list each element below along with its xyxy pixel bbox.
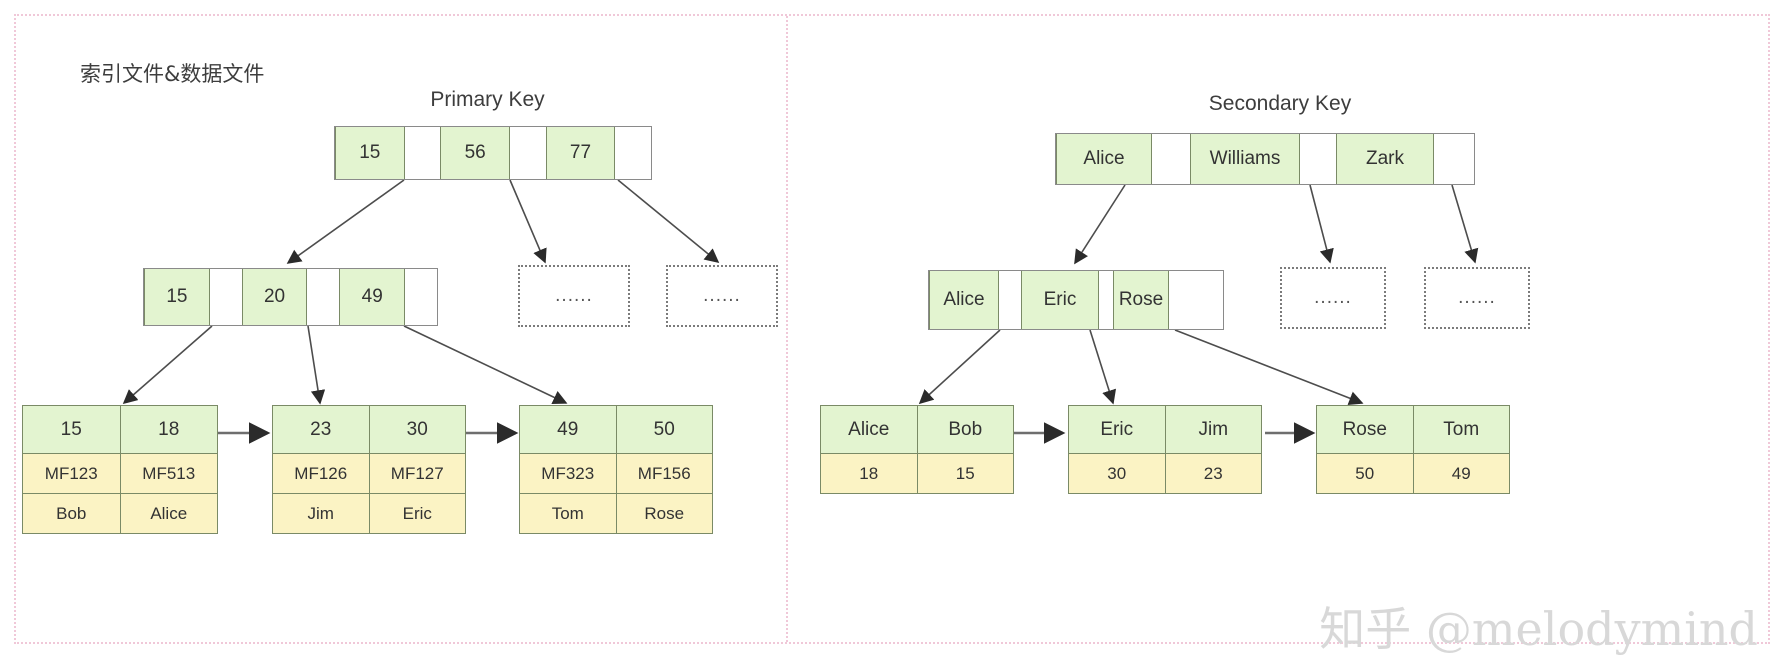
- primary-leaf-2[interactable]: 49 50 MF323 MF156 Tom Rose: [519, 405, 713, 534]
- secondary-root-key-2[interactable]: Zark: [1336, 134, 1434, 184]
- secondary-leaf-1-key-0[interactable]: Eric: [1100, 418, 1134, 440]
- primary-leaf-2-file-0[interactable]: MF323: [541, 463, 595, 483]
- secondary-leaf-2-value-row: 50 49: [1317, 453, 1509, 493]
- secondary-internal-node[interactable]: Alice Eric Rose: [928, 270, 1224, 330]
- secondary-key-title: Secondary Key: [1208, 92, 1352, 115]
- primary-root-pointer-2[interactable]: [615, 127, 652, 179]
- primary-leaf-1-key-1[interactable]: 30: [368, 406, 466, 453]
- primary-leaf-1-name-row: Jim Eric: [273, 493, 465, 533]
- secondary-leaf-1-key-1[interactable]: Jim: [1164, 406, 1262, 453]
- primary-leaf-2-file-row: MF323 MF156: [520, 453, 712, 493]
- secondary-leaf-0[interactable]: Alice Bob 18 15: [820, 405, 1014, 494]
- secondary-internal-pointer-1[interactable]: [1099, 271, 1113, 329]
- secondary-internal-key-2[interactable]: Rose: [1113, 271, 1169, 329]
- secondary-leaf-2-value-0[interactable]: 50: [1355, 463, 1375, 483]
- primary-leaf-0[interactable]: 15 18 MF123 MF513 Bob Alice: [22, 405, 218, 534]
- primary-leaf-2-key-1[interactable]: 50: [615, 406, 713, 453]
- secondary-root-key-1[interactable]: Williams: [1190, 134, 1300, 184]
- primary-leaf-1[interactable]: 23 30 MF126 MF127 Jim Eric: [272, 405, 466, 534]
- primary-leaf-2-name-1[interactable]: Rose: [615, 494, 713, 533]
- primary-leaf-1-key-0[interactable]: 23: [310, 418, 332, 440]
- primary-internal-placeholder-1: ......: [666, 265, 778, 327]
- primary-internal-node[interactable]: 15 20 49: [143, 268, 438, 326]
- primary-internal-pointer-2[interactable]: [405, 269, 438, 325]
- primary-root-pointer-1[interactable]: [509, 127, 546, 179]
- primary-leaf-0-file-row: MF123 MF513: [23, 453, 217, 493]
- secondary-internal-placeholder-0: ......: [1280, 267, 1386, 329]
- primary-leaf-0-name-row: Bob Alice: [23, 493, 217, 533]
- watermark: 知乎 @melodymind: [1319, 602, 1758, 656]
- primary-leaf-1-key-row: 23 30: [273, 406, 465, 453]
- secondary-internal-key-1[interactable]: Eric: [1021, 271, 1099, 329]
- secondary-leaf-1-value-row: 30 23: [1069, 453, 1261, 493]
- primary-leaf-0-file-0[interactable]: MF123: [44, 463, 98, 483]
- primary-root-node[interactable]: 15 56 77: [334, 126, 652, 180]
- primary-internal-placeholder-0: ......: [518, 265, 630, 327]
- primary-root-pointer-0[interactable]: [404, 127, 441, 179]
- secondary-leaf-2-key-0[interactable]: Rose: [1342, 418, 1387, 440]
- secondary-internal-pointer-2[interactable]: [1169, 271, 1219, 329]
- center-dotted-divider: [786, 16, 788, 642]
- secondary-leaf-0-key-row: Alice Bob: [821, 406, 1013, 453]
- primary-leaf-1-file-row: MF126 MF127: [273, 453, 465, 493]
- primary-root-key-2[interactable]: 77: [545, 127, 616, 179]
- secondary-leaf-1-value-1[interactable]: 23: [1164, 454, 1262, 493]
- primary-leaf-1-name-0[interactable]: Jim: [307, 503, 334, 523]
- secondary-leaf-2[interactable]: Rose Tom 50 49: [1316, 405, 1510, 494]
- primary-leaf-2-key-0[interactable]: 49: [557, 418, 579, 440]
- secondary-leaf-2-key-1[interactable]: Tom: [1412, 406, 1510, 453]
- secondary-root-pointer-0[interactable]: [1152, 134, 1190, 184]
- primary-root-key-1[interactable]: 56: [440, 127, 510, 179]
- primary-leaf-0-key-1[interactable]: 18: [119, 406, 218, 453]
- secondary-root-pointer-2[interactable]: [1434, 134, 1472, 184]
- diagram-caption: 索引文件&数据文件: [80, 62, 265, 86]
- secondary-leaf-1[interactable]: Eric Jim 30 23: [1068, 405, 1262, 494]
- primary-leaf-1-name-1[interactable]: Eric: [368, 494, 466, 533]
- secondary-root-key-0[interactable]: Alice: [1056, 134, 1152, 184]
- secondary-internal-pointer-0[interactable]: [999, 271, 1021, 329]
- primary-key-title: Primary Key: [430, 88, 545, 111]
- secondary-leaf-0-value-row: 18 15: [821, 453, 1013, 493]
- secondary-internal-key-0[interactable]: Alice: [929, 271, 999, 329]
- primary-leaf-2-file-1[interactable]: MF156: [615, 454, 713, 493]
- secondary-leaf-0-value-0[interactable]: 18: [859, 463, 879, 483]
- secondary-leaf-2-key-row: Rose Tom: [1317, 406, 1509, 453]
- primary-leaf-0-name-1[interactable]: Alice: [119, 494, 218, 533]
- secondary-leaf-0-value-1[interactable]: 15: [916, 454, 1014, 493]
- primary-internal-pointer-0[interactable]: [209, 269, 242, 325]
- primary-internal-pointer-1[interactable]: [307, 269, 340, 325]
- secondary-root-node[interactable]: Alice Williams Zark: [1055, 133, 1475, 185]
- primary-leaf-2-name-row: Tom Rose: [520, 493, 712, 533]
- primary-leaf-0-name-0[interactable]: Bob: [56, 503, 87, 523]
- primary-leaf-0-key-0[interactable]: 15: [60, 418, 82, 440]
- secondary-leaf-0-key-0[interactable]: Alice: [848, 418, 890, 440]
- secondary-leaf-1-value-0[interactable]: 30: [1107, 463, 1127, 483]
- primary-leaf-2-name-0[interactable]: Tom: [551, 503, 584, 523]
- secondary-leaf-1-key-row: Eric Jim: [1069, 406, 1261, 453]
- primary-leaf-1-file-1[interactable]: MF127: [368, 454, 466, 493]
- primary-internal-key-1[interactable]: 20: [241, 269, 308, 325]
- primary-root-key-0[interactable]: 15: [335, 127, 405, 179]
- secondary-leaf-2-value-1[interactable]: 49: [1412, 454, 1510, 493]
- primary-leaf-2-key-row: 49 50: [520, 406, 712, 453]
- secondary-internal-placeholder-1: ......: [1424, 267, 1530, 329]
- secondary-leaf-0-key-1[interactable]: Bob: [916, 406, 1014, 453]
- primary-leaf-0-file-1[interactable]: MF513: [119, 454, 218, 493]
- secondary-root-pointer-1[interactable]: [1300, 134, 1336, 184]
- primary-internal-key-0[interactable]: 15: [144, 269, 210, 325]
- primary-leaf-0-key-row: 15 18: [23, 406, 217, 453]
- primary-leaf-1-file-0[interactable]: MF126: [294, 463, 348, 483]
- primary-internal-key-2[interactable]: 49: [339, 269, 406, 325]
- outer-dotted-frame: [14, 14, 1770, 644]
